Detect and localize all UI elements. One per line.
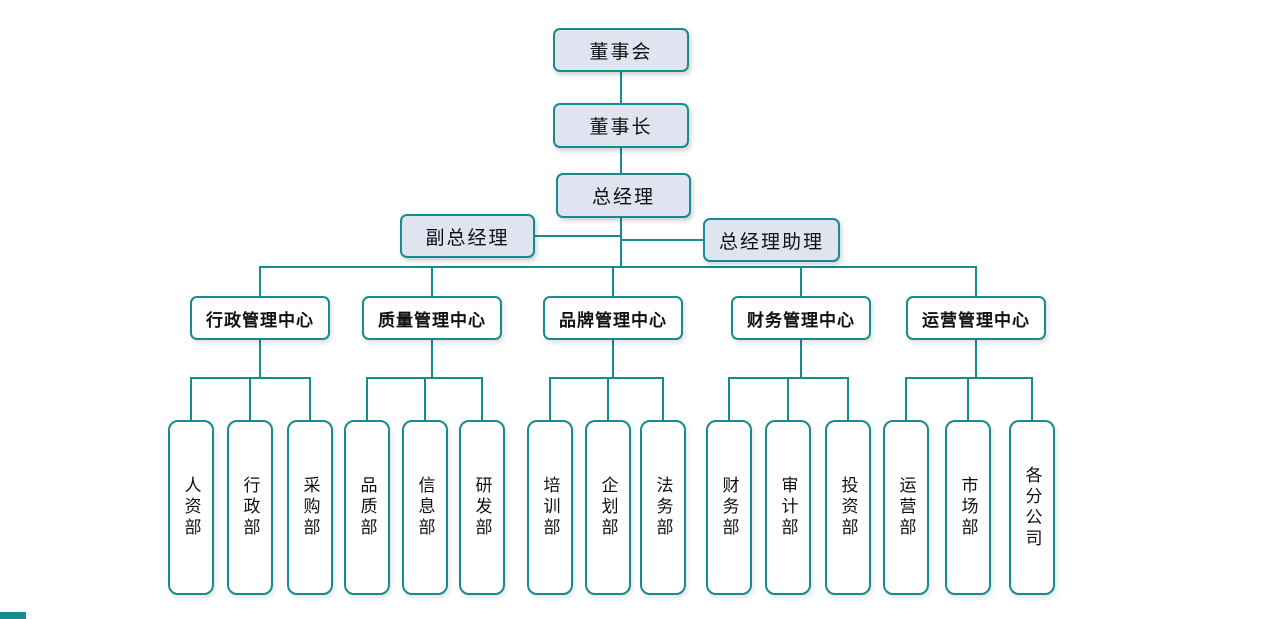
- node-board: 董事会: [553, 28, 689, 72]
- dept-label: 企划部: [598, 476, 618, 539]
- bottom-left-accent: [0, 612, 26, 619]
- dept-market: 市场部: [945, 420, 991, 595]
- center-quality: 质量管理中心: [362, 296, 502, 340]
- center-finance: 财务管理中心: [731, 296, 871, 340]
- dept-label: 运营部: [896, 476, 916, 539]
- dept-label: 品质部: [357, 476, 377, 539]
- dept-label: 审计部: [778, 476, 798, 539]
- node-gm-assistant: 总经理助理: [703, 218, 840, 262]
- dept-operations: 运营部: [883, 420, 929, 595]
- node-deputy-gm: 副总经理: [400, 214, 535, 258]
- dept-label: 培训部: [540, 476, 560, 539]
- node-general-manager: 总经理: [556, 173, 691, 218]
- dept-label: 行政部: [240, 476, 260, 539]
- dept-information: 信息部: [402, 420, 448, 595]
- dept-label: 人资部: [181, 476, 201, 539]
- dept-planning: 企划部: [585, 420, 631, 595]
- dept-audit: 审计部: [765, 420, 811, 595]
- dept-label: 市场部: [958, 476, 978, 539]
- center-operations: 运营管理中心: [906, 296, 1046, 340]
- dept-quality: 品质部: [344, 420, 390, 595]
- dept-branch-companies: 各分公司: [1009, 420, 1055, 595]
- dept-training: 培训部: [527, 420, 573, 595]
- dept-label: 研发部: [472, 476, 492, 539]
- dept-admin: 行政部: [227, 420, 273, 595]
- dept-rnd: 研发部: [459, 420, 505, 595]
- dept-label: 信息部: [415, 476, 435, 539]
- dept-label: 财务部: [719, 476, 739, 539]
- node-chairman: 董事长: [553, 103, 689, 148]
- dept-label: 法务部: [653, 476, 673, 539]
- center-administration: 行政管理中心: [190, 296, 330, 340]
- center-brand: 品牌管理中心: [543, 296, 683, 340]
- dept-finance: 财务部: [706, 420, 752, 595]
- dept-hr: 人资部: [168, 420, 214, 595]
- dept-legal: 法务部: [640, 420, 686, 595]
- dept-label: 投资部: [838, 476, 858, 539]
- dept-investment: 投资部: [825, 420, 871, 595]
- dept-label: 采购部: [300, 476, 320, 539]
- dept-procurement: 采购部: [287, 420, 333, 595]
- dept-label: 各分公司: [1022, 465, 1042, 550]
